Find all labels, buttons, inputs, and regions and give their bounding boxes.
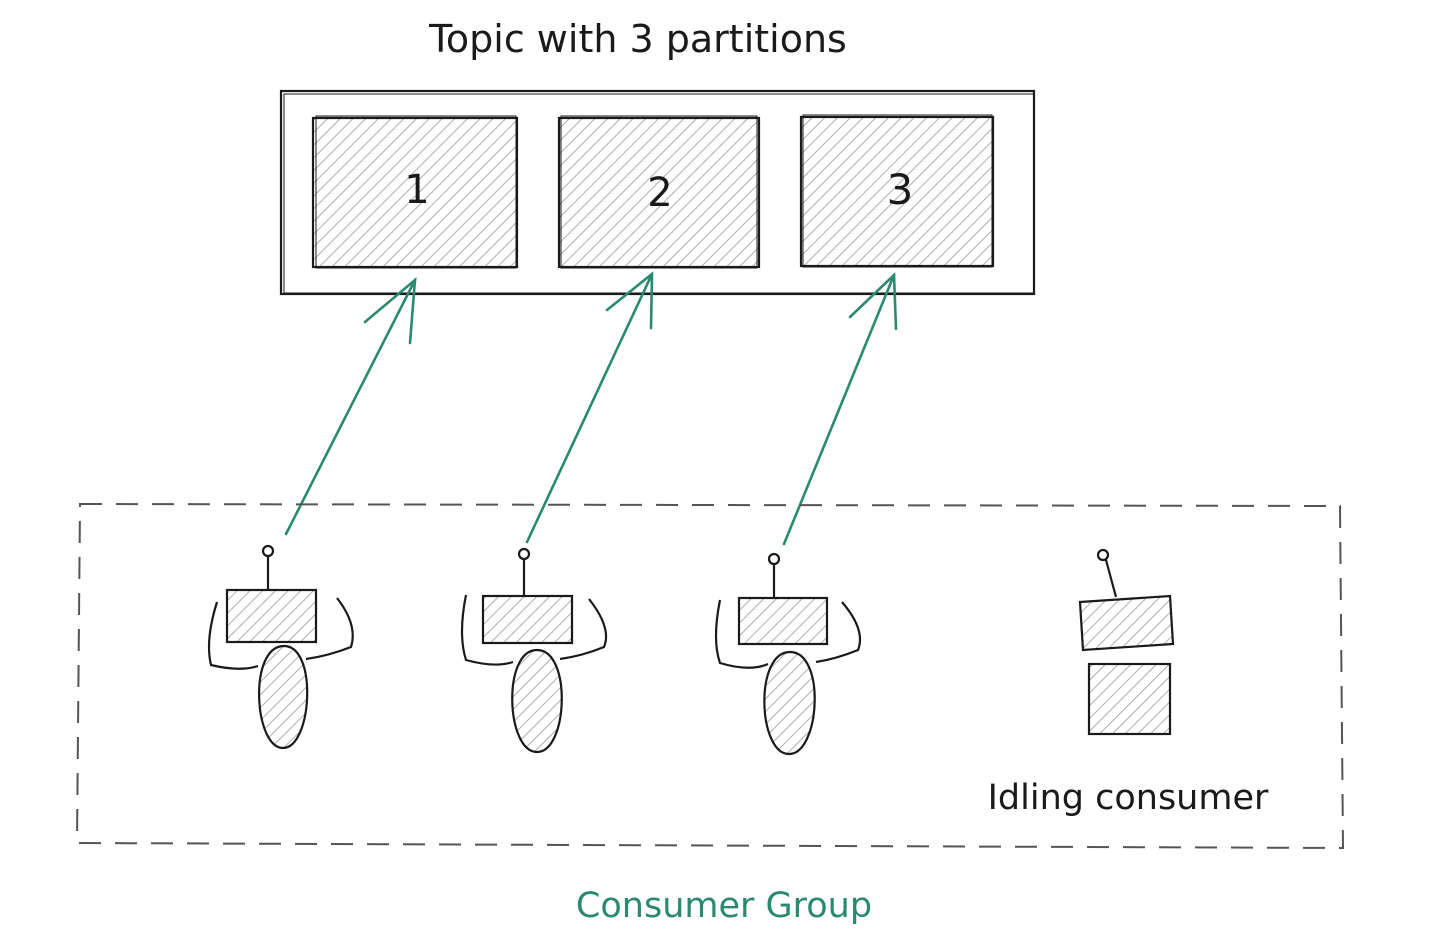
diagram-title: Topic with 3 partitions	[428, 17, 847, 61]
arrow-consumer-3-to-partition-3	[782, 272, 898, 546]
idle-consumer	[1078, 548, 1175, 736]
consumer-3	[714, 552, 862, 756]
consumer-group-label: Consumer Group	[576, 886, 872, 926]
consumer-1	[207, 544, 354, 750]
arrow-consumer-1-to-partition-1	[284, 277, 417, 536]
partition-label-1: 1	[404, 167, 429, 213]
partition-3: 3	[799, 114, 995, 268]
consumer-2	[460, 547, 608, 754]
idle-consumer-label: Idling consumer	[988, 778, 1269, 818]
partition-label-2: 2	[647, 170, 672, 216]
topic-box	[279, 89, 1036, 296]
partition-2: 2	[557, 115, 761, 269]
partition-label-3: 3	[887, 165, 914, 214]
partition-1: 1	[311, 115, 519, 269]
consumer-group-box	[75, 502, 1345, 850]
arrow-consumer-2-to-partition-2	[525, 271, 654, 544]
